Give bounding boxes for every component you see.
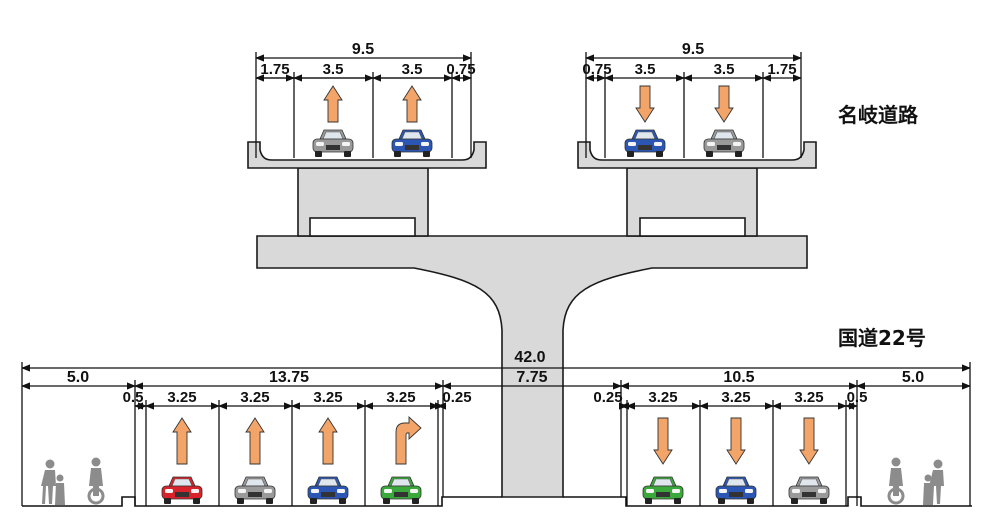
lower-right-seg-2: 3.25 (648, 389, 677, 406)
lower-group-1: 5.0 (67, 369, 89, 386)
upper-left-seg-2: 3.5 (323, 61, 344, 78)
upper-left-seg-4: 0.75 (446, 61, 475, 78)
lower-left-seg-3: 3.25 (240, 389, 269, 406)
upper-arrow-4 (714, 85, 734, 123)
lower-right-seg-4: 3.25 (794, 389, 823, 406)
lower-car-6 (715, 476, 757, 504)
upper-left-seg-3: 3.5 (402, 61, 423, 78)
right-column-void (639, 217, 746, 237)
lower-arrow-5 (653, 417, 673, 465)
upper-right-seg-3: 3.5 (714, 61, 735, 78)
upper-arrow-2 (402, 85, 422, 123)
upper-right-deck (577, 141, 817, 169)
expressway-label: 名岐道路 (838, 103, 919, 127)
lower-arrow-1 (172, 417, 192, 465)
lower-car-4 (380, 476, 422, 504)
lower-left-seg-4: 3.25 (313, 389, 342, 406)
upper-arrow-3 (635, 85, 655, 123)
national-road-label: 国道22号 (838, 326, 926, 350)
upper-right-lane-lines (585, 52, 802, 158)
lower-arrow-7 (799, 417, 819, 465)
lower-left-seg-1: 0.5 (123, 389, 144, 406)
lower-car-5 (642, 476, 684, 504)
upper-car-4 (703, 129, 745, 157)
pedestrian-icon-left (41, 459, 65, 505)
upper-left-deck (247, 141, 487, 169)
lower-right-seg-3: 3.25 (721, 389, 750, 406)
lower-total: 42.0 (514, 349, 545, 366)
upper-car-3 (624, 129, 666, 157)
left-column-void (309, 217, 416, 237)
lower-arrow-4 (395, 415, 422, 465)
cyclist-icon-right (887, 457, 905, 505)
lower-group-2: 13.75 (269, 369, 309, 386)
upper-right-dimensions: 9.5 0.75 3.5 3.5 1.75 (582, 41, 802, 82)
upper-car-1 (312, 129, 354, 157)
pier-t-shape (256, 235, 808, 498)
lower-arrow-3 (318, 417, 338, 465)
upper-car-2 (391, 129, 433, 157)
upper-right-seg-4: 1.75 (767, 61, 796, 78)
lower-right-seg-5: 0.5 (847, 389, 868, 406)
vehicles-layer (161, 85, 830, 504)
lower-group-4: 10.5 (723, 369, 754, 386)
upper-left-dimensions: 9.5 1.75 3.5 3.5 0.75 (255, 41, 476, 82)
cyclist-icon-left (87, 457, 105, 505)
lower-left-seg-2: 3.25 (167, 389, 196, 406)
lower-car-1 (161, 476, 203, 504)
upper-right-seg-1: 0.75 (582, 61, 611, 78)
lower-right-seg-1: 0.25 (593, 389, 622, 406)
upper-right-seg-2: 3.5 (635, 61, 656, 78)
upper-left-total: 9.5 (352, 41, 374, 58)
upper-arrow-1 (323, 85, 343, 123)
lower-car-7 (788, 476, 830, 504)
upper-right-total: 9.5 (682, 41, 704, 58)
lower-car-2 (234, 476, 276, 504)
lower-car-3 (307, 476, 349, 504)
lower-dimensions: 42.0 5.0 13.75 7.75 10.5 5.0 0.5 3.25 3.… (21, 349, 971, 410)
lower-group-3: 7.75 (516, 369, 547, 386)
lower-left-seg-6: 0.25 (442, 389, 471, 406)
upper-left-seg-1: 1.75 (260, 61, 289, 78)
lower-arrow-6 (726, 417, 746, 465)
lower-group-5: 5.0 (902, 369, 924, 386)
lower-lane-lines (21, 362, 971, 506)
lower-arrow-2 (245, 417, 265, 465)
pedestrian-icon-right (923, 459, 944, 505)
lower-left-seg-5: 3.25 (386, 389, 415, 406)
upper-left-lane-lines (255, 52, 472, 158)
